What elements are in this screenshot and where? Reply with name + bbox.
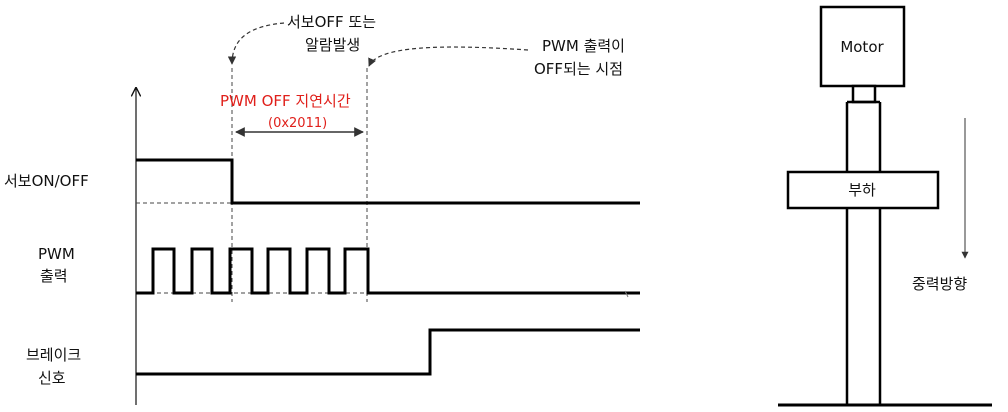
pwm-off-annotation-line1: PWM 출력이 (542, 37, 625, 55)
brake-signal-label-line2: 신호 (38, 369, 66, 387)
brake-signal-label-line1: 브레이크 (26, 346, 81, 364)
servo-off-annotation-line1: 서보OFF 또는 (287, 13, 376, 31)
servo-off-callout-arrow (227, 22, 285, 65)
motor-label: Motor (840, 38, 884, 56)
delay-time-title: PWM OFF 지연시간 (220, 92, 351, 110)
pwm-signal-label-line1: PWM (38, 245, 75, 263)
pwm-output-waveform (136, 247, 640, 295)
gravity-direction-label: 중력방향 (912, 275, 967, 293)
motor-box (819, 5, 906, 88)
load-label: 부하 (848, 181, 876, 199)
load-block (786, 170, 940, 210)
servo-off-annotation-line2: 알람발생 (305, 36, 360, 54)
delay-time-parameter: (0x2011) (268, 116, 327, 131)
pwm-off-callout-arrow (368, 46, 529, 67)
pwm-signal-label-line2: 출력 (40, 267, 68, 285)
motor-coupling (851, 84, 877, 104)
brake-signal-waveform (136, 328, 640, 376)
servo-signal-label: 서보ON/OFF (4, 172, 89, 190)
pwm-tail-tick (624, 290, 629, 298)
servo-on-off-waveform (136, 158, 640, 205)
pwm-off-annotation-line2: OFF되는 시점 (534, 60, 623, 78)
